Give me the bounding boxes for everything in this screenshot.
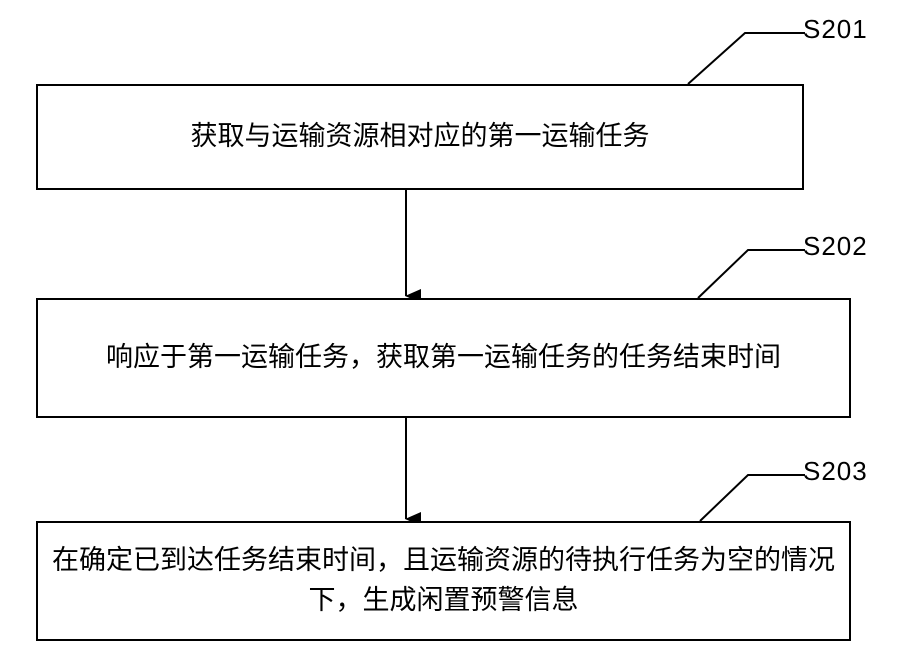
step-text-s201: 获取与运输资源相对应的第一运输任务 (191, 117, 650, 157)
step-text-s203: 在确定已到达任务结束时间，且运输资源的待执行任务为空的情况下，生成闲置预警信息 (52, 541, 835, 621)
leader-line-s202 (698, 250, 805, 298)
leader-line-s201 (688, 33, 805, 84)
step-label-s201: S201 (803, 14, 868, 45)
step-label-s203: S203 (803, 456, 868, 487)
step-box-s203: 在确定已到达任务结束时间，且运输资源的待执行任务为空的情况下，生成闲置预警信息 (36, 521, 851, 641)
leader-line-s203 (700, 475, 805, 521)
step-box-s202: 响应于第一运输任务，获取第一运输任务的任务结束时间 (36, 298, 851, 418)
step-label-s202: S202 (803, 231, 868, 262)
step-box-s201: 获取与运输资源相对应的第一运输任务 (36, 84, 804, 190)
step-text-s202: 响应于第一运输任务，获取第一运输任务的任务结束时间 (106, 338, 781, 378)
